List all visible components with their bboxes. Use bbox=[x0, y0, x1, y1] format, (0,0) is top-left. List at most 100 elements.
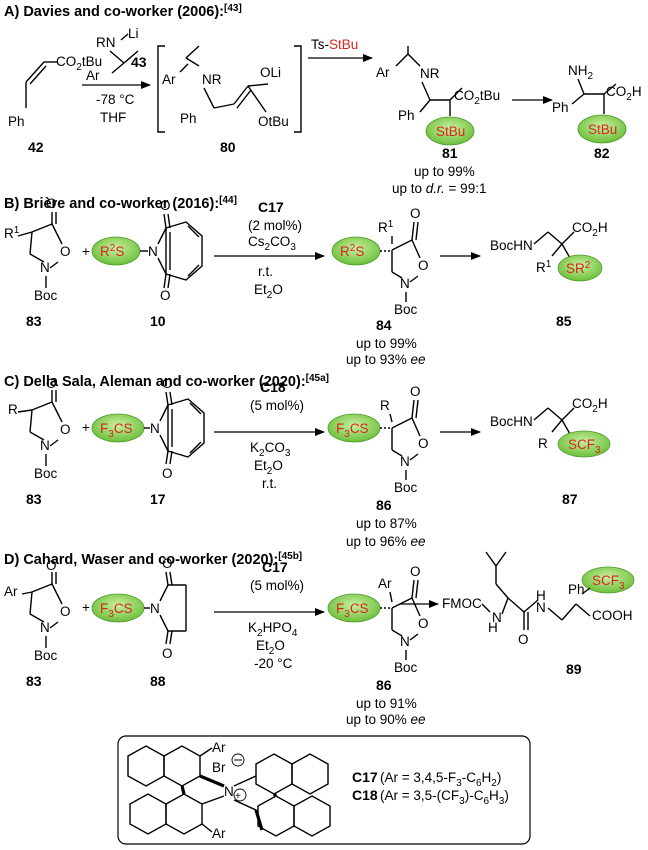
catalyst-b: C17 bbox=[258, 199, 284, 215]
svg-text:Ph: Ph bbox=[552, 100, 569, 115]
compound-83-structure-c: R O O N Boc bbox=[8, 376, 71, 481]
dr-a: up to d.r. = 99:1 bbox=[392, 181, 486, 196]
svg-text:Ar: Ar bbox=[4, 584, 18, 599]
product-82-structure: NH2 Ph CO2H StBu bbox=[552, 63, 642, 144]
svg-text:O: O bbox=[418, 436, 429, 451]
svg-text:O: O bbox=[162, 376, 173, 391]
svg-text:O: O bbox=[60, 604, 71, 619]
reagent-ts-stbu: Ts-StBu bbox=[311, 37, 358, 52]
svg-text:R1: R1 bbox=[536, 259, 552, 275]
svg-text:CO2H: CO2H bbox=[606, 84, 642, 103]
svg-text:R1: R1 bbox=[4, 225, 20, 241]
base-d: K2HPO4 bbox=[248, 620, 298, 639]
svg-text:Boc: Boc bbox=[394, 480, 418, 495]
binaphthyl-ammonium-catalyst: Ar Ar N + Br bbox=[127, 740, 331, 841]
compound-10-structure: R2S N O O bbox=[91, 198, 203, 303]
catalyst-c17-desc: (Ar = 3,4,5-F3-C6H2) bbox=[380, 770, 501, 789]
svg-text:N: N bbox=[148, 244, 158, 259]
svg-text:OLi: OLi bbox=[260, 65, 281, 80]
yield-d: up to 91% bbox=[356, 696, 417, 711]
compound-88-structure: F3CS N O O bbox=[91, 556, 187, 661]
svg-text:Ar: Ar bbox=[86, 68, 100, 83]
svg-text:CO2H: CO2H bbox=[572, 220, 608, 239]
compound-label-87: 87 bbox=[562, 491, 578, 507]
svg-text:O: O bbox=[162, 556, 173, 571]
compound-label-83-d: 83 bbox=[26, 673, 42, 689]
svg-text:O: O bbox=[160, 288, 171, 303]
temp-d: -20 °C bbox=[254, 656, 293, 671]
svg-text:+: + bbox=[235, 791, 241, 802]
svg-text:Ph: Ph bbox=[180, 111, 197, 126]
compound-label-86-d: 86 bbox=[376, 677, 392, 693]
svg-text:StBu: StBu bbox=[588, 122, 617, 137]
svg-text:BocHN: BocHN bbox=[490, 414, 533, 429]
svg-text:Ph: Ph bbox=[568, 582, 585, 597]
catalyst-c: C18 bbox=[260, 379, 286, 395]
catalyst-structure-box bbox=[117, 735, 531, 845]
compound-83-structure-b: R1 O O N Boc bbox=[4, 196, 71, 303]
svg-text:Ph: Ph bbox=[8, 114, 25, 129]
svg-text:O: O bbox=[46, 376, 57, 391]
plus-sign-d: + bbox=[82, 600, 90, 615]
compound-label-88: 88 bbox=[150, 673, 166, 689]
yield-c: up to 87% bbox=[356, 516, 417, 531]
section-b-title: B) Brière and co-worker (2016):[44] bbox=[4, 195, 237, 212]
svg-text:Ph: Ph bbox=[398, 108, 415, 123]
svg-text:O: O bbox=[160, 198, 171, 213]
base-b: Cs2CO3 bbox=[248, 234, 296, 253]
temp-c: r.t. bbox=[262, 476, 277, 491]
svg-text:O: O bbox=[60, 422, 71, 437]
intermediate-80-bracket: Ar NR OLi OtBu Ph bbox=[157, 45, 302, 133]
svg-text:H: H bbox=[488, 620, 498, 635]
svg-text:BocHN: BocHN bbox=[490, 238, 533, 253]
svg-text:SCF3: SCF3 bbox=[592, 573, 625, 592]
compound-83-structure-d: Ar O O N Boc bbox=[4, 558, 71, 663]
compound-label-10: 10 bbox=[150, 313, 166, 329]
section-a-title: A) Davies and co-worker (2006):[43] bbox=[4, 3, 242, 20]
svg-text:CO2H: CO2H bbox=[572, 396, 608, 415]
plus-sign-c: + bbox=[82, 420, 90, 435]
svg-text:O: O bbox=[410, 564, 421, 579]
svg-text:Boc: Boc bbox=[34, 288, 58, 303]
solvent-b: Et2O bbox=[254, 282, 283, 301]
svg-text:COOH: COOH bbox=[592, 608, 633, 623]
compound-17-structure: F3CS N O O bbox=[91, 376, 205, 481]
svg-text:Ar: Ar bbox=[212, 826, 226, 841]
svg-text:N: N bbox=[400, 276, 410, 291]
plus-sign-b: + bbox=[82, 244, 90, 259]
compound-label-84: 84 bbox=[376, 317, 392, 333]
svg-text:F3CS: F3CS bbox=[100, 601, 133, 620]
svg-text:Br: Br bbox=[212, 760, 226, 775]
svg-text:N: N bbox=[40, 260, 50, 275]
catalyst-c18-desc: (Ar = 3,5-(CF3)-C6H3) bbox=[380, 788, 509, 807]
svg-text:CO2tBu: CO2tBu bbox=[454, 88, 500, 107]
loading-b: (2 mol%) bbox=[248, 218, 302, 233]
svg-text:O: O bbox=[418, 258, 429, 273]
compound-label-80: 80 bbox=[220, 139, 236, 155]
svg-text:SR2: SR2 bbox=[566, 260, 591, 276]
product-81-structure: Ar NR Ph CO2tBu StBu bbox=[376, 46, 500, 146]
product-89-structure: FMOC H N O H N Ph COOH SCF3 bbox=[442, 551, 635, 647]
svg-text:N: N bbox=[492, 610, 502, 625]
svg-text:N: N bbox=[224, 784, 234, 799]
svg-text:Ar: Ar bbox=[212, 740, 226, 755]
catalyst-c17-label: C17 bbox=[352, 769, 378, 785]
yield-b: up to 99% bbox=[356, 336, 417, 351]
compound-label-42: 42 bbox=[28, 139, 44, 155]
svg-text:SCF3: SCF3 bbox=[568, 437, 601, 456]
svg-text:Ar: Ar bbox=[162, 72, 176, 87]
compound-label-82: 82 bbox=[594, 145, 610, 161]
lithium-amide-43: RN Li Ar 43 bbox=[86, 26, 147, 83]
svg-text:O: O bbox=[162, 466, 173, 481]
product-85-structure: BocHN CO2H R1 SR2 bbox=[490, 220, 608, 282]
ee-b: up to 93% ee bbox=[346, 352, 426, 367]
section-c-title: C) Della Sala, Aleman and co-worker (202… bbox=[4, 373, 329, 390]
svg-text:Ar: Ar bbox=[378, 576, 392, 591]
svg-text:NR: NR bbox=[202, 72, 222, 87]
svg-text:O: O bbox=[410, 206, 421, 221]
compound-label-81: 81 bbox=[442, 145, 458, 161]
svg-text:O: O bbox=[60, 244, 71, 259]
svg-text:R: R bbox=[380, 398, 390, 413]
catalyst-c18-label: C18 bbox=[352, 787, 378, 803]
